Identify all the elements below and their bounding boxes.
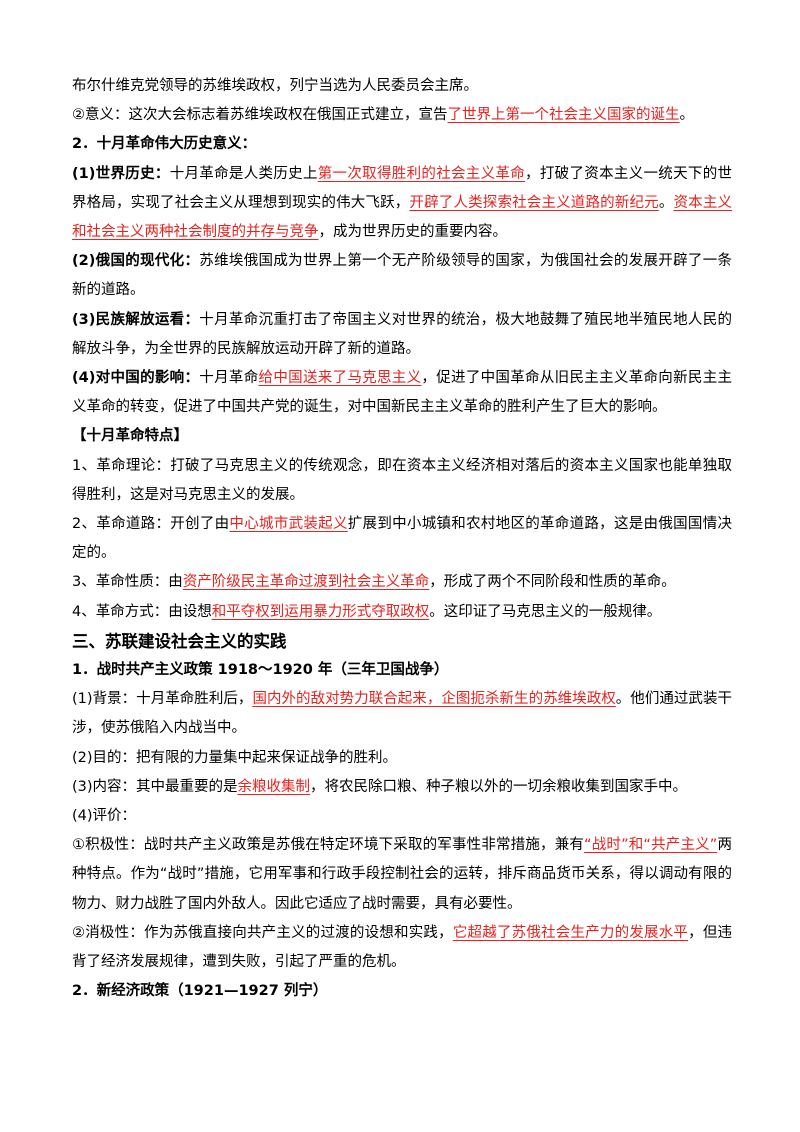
section-heading: 三、苏联建设社会主义的实践 — [72, 627, 732, 656]
text-run: ，成为世界历史的重要内容。 — [318, 224, 508, 241]
bold-label: 【十月革命特点】 — [72, 428, 188, 445]
text-run: ，但违背了经济发展规律，遭到失败，引起了严重的危机。 — [72, 924, 733, 971]
highlighted-key-phrase: 资产阶级民主革命过渡到社会主义革命 — [182, 574, 430, 591]
text-run: 1、革命理论：打破了马克思主义的传统观念，即在资本主义经济相对落后的资本主义国家… — [72, 457, 732, 503]
bold-label: 2．新经济政策（1921—1927 列宁） — [72, 983, 328, 1000]
bold-label: (3)民族解放运看： — [72, 311, 200, 328]
text-run: 。 — [679, 107, 695, 124]
section-heading: 2．新经济政策（1921—1927 列宁） — [72, 977, 732, 1006]
text-run: (3)内容：其中最重要的是 — [72, 778, 238, 795]
text-run: 。这印证了马克思主义的一般规律。 — [429, 603, 662, 620]
text-run: 苏维埃俄国成为世界上第一个无产阶级领导的国家，为俄国社会的发展开辟了一条新的道路… — [72, 253, 733, 299]
section-heading: 1．战时共产主义政策 1918～1920 年（三年卫国战争） — [72, 656, 732, 685]
bold-label: 2．十月革命伟大历史意义： — [72, 136, 257, 153]
highlighted-key-phrase: 了世界上第一个社会主义国家的诞生 — [447, 107, 680, 124]
text-run: 。他们通过武装干涉，使苏俄陷入内战当中。 — [72, 691, 732, 737]
highlighted-key-phrase: “战时”和“共产主义” — [584, 837, 718, 854]
highlighted-key-phrase: 资本主义和社会主义两种社会制度的并存与竞争 — [72, 194, 733, 241]
paragraph: ①积极性：战时共产主义政策是苏俄在特定环境下采取的军事性非常措施，兼有“战时”和… — [72, 831, 732, 919]
text-run: 十月革命 — [199, 370, 259, 387]
paragraph: (2)俄国的现代化：苏维埃俄国成为世界上第一个无产阶级领导的国家，为俄国社会的发… — [72, 247, 732, 305]
text-run: 4、革命方式：由设想 — [72, 603, 212, 620]
paragraph: (2)目的：把有限的力量集中起来保证战争的胜利。 — [72, 744, 732, 773]
highlighted-key-phrase: 给中国送来了马克思主义 — [258, 370, 422, 387]
text-run: ②消极性：作为苏俄直接向共产主义的过渡的设想和实践， — [72, 924, 453, 941]
paragraph: 1、革命理论：打破了马克思主义的传统观念，即在资本主义经济相对落后的资本主义国家… — [72, 452, 732, 510]
text-run: ，打破了资本主义一统天下的世界格局，实现了社会主义从理想到现实的伟大飞跃， — [72, 165, 733, 211]
highlighted-key-phrase: 和平夺权到运用暴力形式夺取政权 — [211, 603, 430, 620]
text-run: ，将农民除口粮、种子粮以外的一切余粮收集到国家手中。 — [310, 778, 688, 795]
text-run: 十月革命沉重打击了帝国主义对世界的统治，极大地鼓舞了殖民地半殖民地人民的解放斗争… — [72, 311, 733, 357]
paragraph: 4、革命方式：由设想和平夺权到运用暴力形式夺取政权。这印证了马克思主义的一般规律… — [72, 598, 732, 627]
document-body: 布尔什维克党领导的苏维埃政权，列宁当选为人民委员会主席。 ②意义：这次大会标志着苏… — [72, 72, 732, 1007]
highlighted-key-phrase: 中心城市武装起义 — [229, 516, 348, 533]
text-run: 。 — [658, 194, 674, 211]
paragraph: (4)评价： — [72, 802, 732, 831]
text-run: 布尔什维克党领导的苏维埃政权，列宁当选为人民委员会主席。 — [72, 78, 478, 94]
section-heading: 【十月革命特点】 — [72, 422, 732, 451]
highlighted-key-phrase: 国内外的敌对势力联合起来，企图扼杀新生的苏维埃政权 — [252, 691, 616, 708]
highlighted-key-phrase: 它超越了苏俄社会生产力的发展水平 — [452, 924, 689, 941]
paragraph: 布尔什维克党领导的苏维埃政权，列宁当选为人民委员会主席。 — [72, 72, 732, 101]
paragraph: (4)对中国的影响：十月革命给中国送来了马克思主义，促进了中国革命从旧民主主义革… — [72, 364, 732, 422]
paragraph: ②消极性：作为苏俄直接向共产主义的过渡的设想和实践，它超越了苏俄社会生产力的发展… — [72, 919, 732, 977]
text-run: 2、革命道路：开创了由 — [72, 516, 230, 533]
text-run: 十月革命是人类历史上 — [169, 165, 318, 182]
text-run: (2)目的：把有限的力量集中起来保证战争的胜利。 — [72, 749, 398, 766]
text-run: ②意义：这次大会标志着苏维埃政权在俄国正式建立，宣告 — [72, 107, 448, 124]
text-run: 3、革命性质：由 — [72, 574, 183, 591]
bold-label: (1)世界历史： — [72, 165, 170, 182]
bold-label: 1．战时共产主义政策 1918～1920 年（三年卫国战争） — [72, 662, 449, 679]
paragraph: 3、革命性质：由资产阶级民主革命过渡到社会主义革命，形成了两个不同阶段和性质的革… — [72, 568, 732, 597]
paragraph: (3)民族解放运看：十月革命沉重打击了帝国主义对世界的统治，极大地鼓舞了殖民地半… — [72, 306, 732, 364]
paragraph: 2、革命道路：开创了由中心城市武装起义扩展到中小城镇和农村地区的革命道路，这是由… — [72, 510, 732, 568]
paragraph: (1)世界历史：十月革命是人类历史上第一次取得胜利的社会主义革命，打破了资本主义… — [72, 160, 732, 248]
paragraph: (3)内容：其中最重要的是余粮收集制，将农民除口粮、种子粮以外的一切余粮收集到国… — [72, 773, 732, 802]
bold-label: 三、苏联建设社会主义的实践 — [72, 631, 287, 651]
text-run: (4)评价： — [72, 808, 137, 825]
highlighted-key-phrase: 第一次取得胜利的社会主义革命 — [317, 165, 526, 182]
paragraph: ②意义：这次大会标志着苏维埃政权在俄国正式建立，宣告了世界上第一个社会主义国家的… — [72, 101, 732, 130]
bold-label: (2)俄国的现代化： — [72, 253, 200, 270]
text-run: ①积极性：战时共产主义政策是苏俄在特定环境下采取的军事性非常措施，兼有 — [72, 837, 585, 854]
text-run: ，促进了中国革命从旧民主主义革命向新民主主义革命的转变，促进了中国共产党的诞生，… — [72, 370, 733, 416]
paragraph: (1)背景：十月革命胜利后，国内外的敌对势力联合起来，企图扼杀新生的苏维埃政权。… — [72, 685, 732, 743]
highlighted-key-phrase: 开辟了人类探索社会主义道路的新纪元 — [409, 194, 659, 211]
text-run: 扩展到中小城镇和农村地区的革命道路，这是由俄国国情决定的。 — [72, 516, 733, 562]
highlighted-key-phrase: 余粮收集制 — [237, 778, 311, 795]
text-run: ，形成了两个不同阶段和性质的革命。 — [429, 574, 676, 591]
bold-label: (4)对中国的影响： — [72, 370, 200, 387]
section-heading: 2．十月革命伟大历史意义： — [72, 130, 732, 159]
text-run: 两种特点。作为“战时”措施，它用军事和行政手段控制社会的运转，排斥商品货币关系，… — [72, 837, 733, 912]
text-run: (1)背景：十月革命胜利后， — [72, 691, 253, 708]
